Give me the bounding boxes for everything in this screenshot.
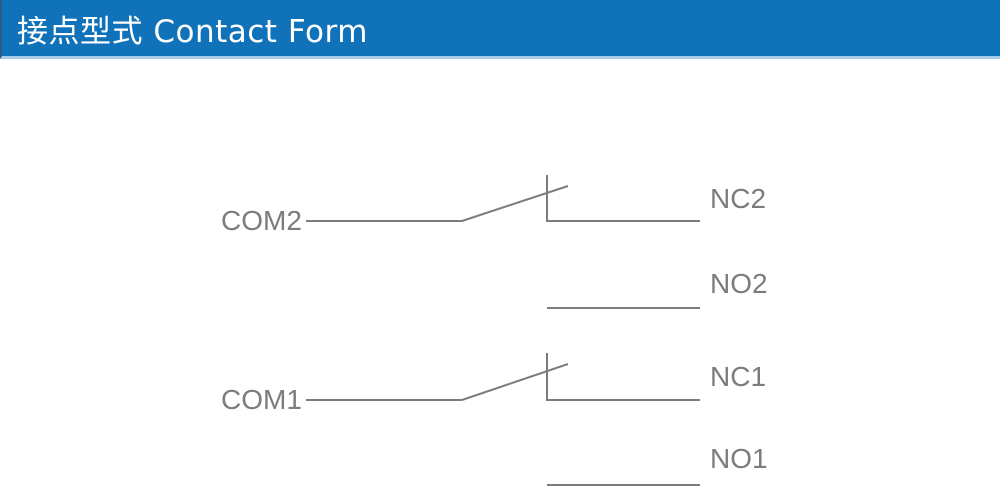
label-nc2: NC2	[710, 183, 767, 214]
section-header-bar: 接点型式 Contact Form	[0, 0, 1000, 59]
label-no1: NO1	[710, 443, 768, 474]
contact-schematic-svg	[306, 175, 700, 486]
section-title: 接点型式 Contact Form	[17, 13, 368, 50]
label-com1: COM1	[221, 384, 302, 415]
contact-form-diagram: COM2 NC2 NO2 COM1 NC1 NO1	[0, 62, 1000, 487]
com1-switch-blade-line	[461, 363, 569, 401]
com2-switch-blade-line	[461, 185, 569, 222]
label-no2: NO2	[710, 268, 768, 299]
label-com2: COM2	[221, 205, 302, 236]
label-nc1: NC1	[710, 361, 767, 392]
